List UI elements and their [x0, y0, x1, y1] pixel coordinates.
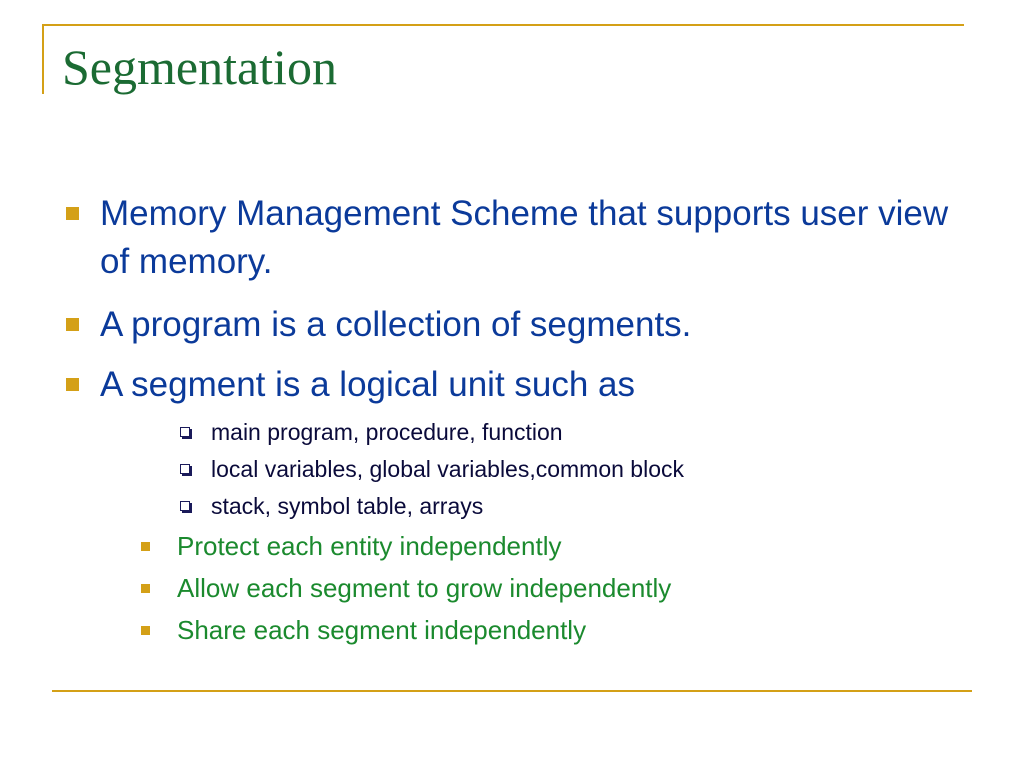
- bullet-text: A segment is a logical unit such as: [100, 365, 636, 404]
- frame-bottom-line: [52, 690, 972, 692]
- green-bullet-text: Protect each entity independently: [177, 531, 562, 561]
- hollow-square-bullet-icon: [180, 501, 190, 511]
- bullet-text: A program is a collection of segments.: [100, 305, 692, 344]
- sub-bullet-item: local variables, global variables,common…: [180, 454, 685, 484]
- green-bullet-item: Share each segment independently: [141, 613, 587, 647]
- hollow-square-bullet-icon: [180, 464, 190, 474]
- square-bullet-icon: [141, 542, 150, 551]
- frame-vertical-line: [42, 24, 44, 94]
- bullet-text: Memory Management Scheme that supports u…: [100, 194, 949, 281]
- green-bullet-text: Share each segment independently: [177, 615, 587, 645]
- frame-top-line: [42, 24, 964, 26]
- bullet-item: Memory Management Scheme that supports u…: [66, 190, 960, 286]
- sub-bullet-item: stack, symbol table, arrays: [180, 491, 484, 521]
- green-bullet-text: Allow each segment to grow independently: [177, 573, 672, 603]
- square-bullet-icon: [141, 584, 150, 593]
- sub-bullet-text: local variables, global variables,common…: [211, 456, 685, 482]
- square-bullet-icon: [66, 207, 79, 220]
- square-bullet-icon: [66, 318, 79, 331]
- sub-bullet-item: main program, procedure, function: [180, 417, 563, 447]
- sub-bullet-text: main program, procedure, function: [211, 419, 563, 445]
- slide-title: Segmentation: [62, 39, 337, 95]
- green-bullet-item: Allow each segment to grow independently: [141, 571, 672, 605]
- bullet-item: A segment is a logical unit such as: [66, 361, 960, 409]
- sub-bullet-text: stack, symbol table, arrays: [211, 493, 484, 519]
- square-bullet-icon: [141, 626, 150, 635]
- square-bullet-icon: [66, 378, 79, 391]
- green-bullet-item: Protect each entity independently: [141, 529, 562, 563]
- bullet-item: A program is a collection of segments.: [66, 301, 960, 349]
- hollow-square-bullet-icon: [180, 427, 190, 437]
